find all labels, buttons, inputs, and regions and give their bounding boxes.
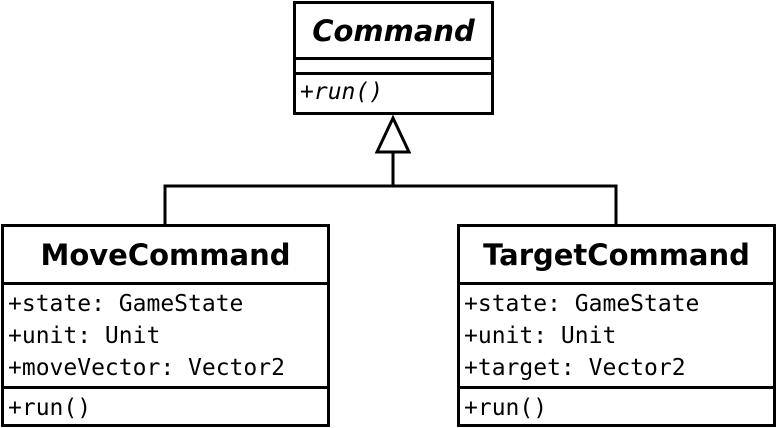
attribute-move-vector: +moveVector: Vector2 bbox=[8, 355, 285, 381]
class-attributes-move-command: +state: GameState +unit: Unit +moveVecto… bbox=[4, 285, 327, 389]
operation-run: +run() bbox=[300, 79, 384, 105]
attribute-state: +state: GameState bbox=[8, 291, 244, 317]
operation-run: +run() bbox=[8, 395, 92, 421]
class-attributes-command bbox=[296, 60, 491, 75]
class-name-target-command: TargetCommand bbox=[460, 227, 773, 285]
attribute-state: +state: GameState bbox=[464, 291, 700, 317]
attribute-unit: +unit: Unit bbox=[464, 323, 617, 349]
attribute-target: +target: Vector2 bbox=[464, 355, 686, 381]
generalization-line-target bbox=[393, 184, 618, 224]
class-operations-target-command: +run() bbox=[460, 389, 773, 424]
class-operations-move-command: +run() bbox=[4, 389, 327, 424]
class-target-command: TargetCommand +state: GameState +unit: U… bbox=[457, 224, 776, 427]
class-operations-command: +run() bbox=[296, 75, 491, 108]
class-move-command: MoveCommand +state: GameState +unit: Uni… bbox=[1, 224, 330, 427]
attribute-unit: +unit: Unit bbox=[8, 323, 161, 349]
class-command: Command +run() bbox=[293, 1, 494, 115]
class-attributes-target-command: +state: GameState +unit: Unit +target: V… bbox=[460, 285, 773, 389]
class-name-move-command: MoveCommand bbox=[4, 227, 327, 285]
generalization-line-move bbox=[163, 150, 395, 224]
class-name-command: Command bbox=[296, 4, 491, 60]
operation-run: +run() bbox=[464, 395, 548, 421]
generalization-arrowhead bbox=[374, 114, 412, 154]
